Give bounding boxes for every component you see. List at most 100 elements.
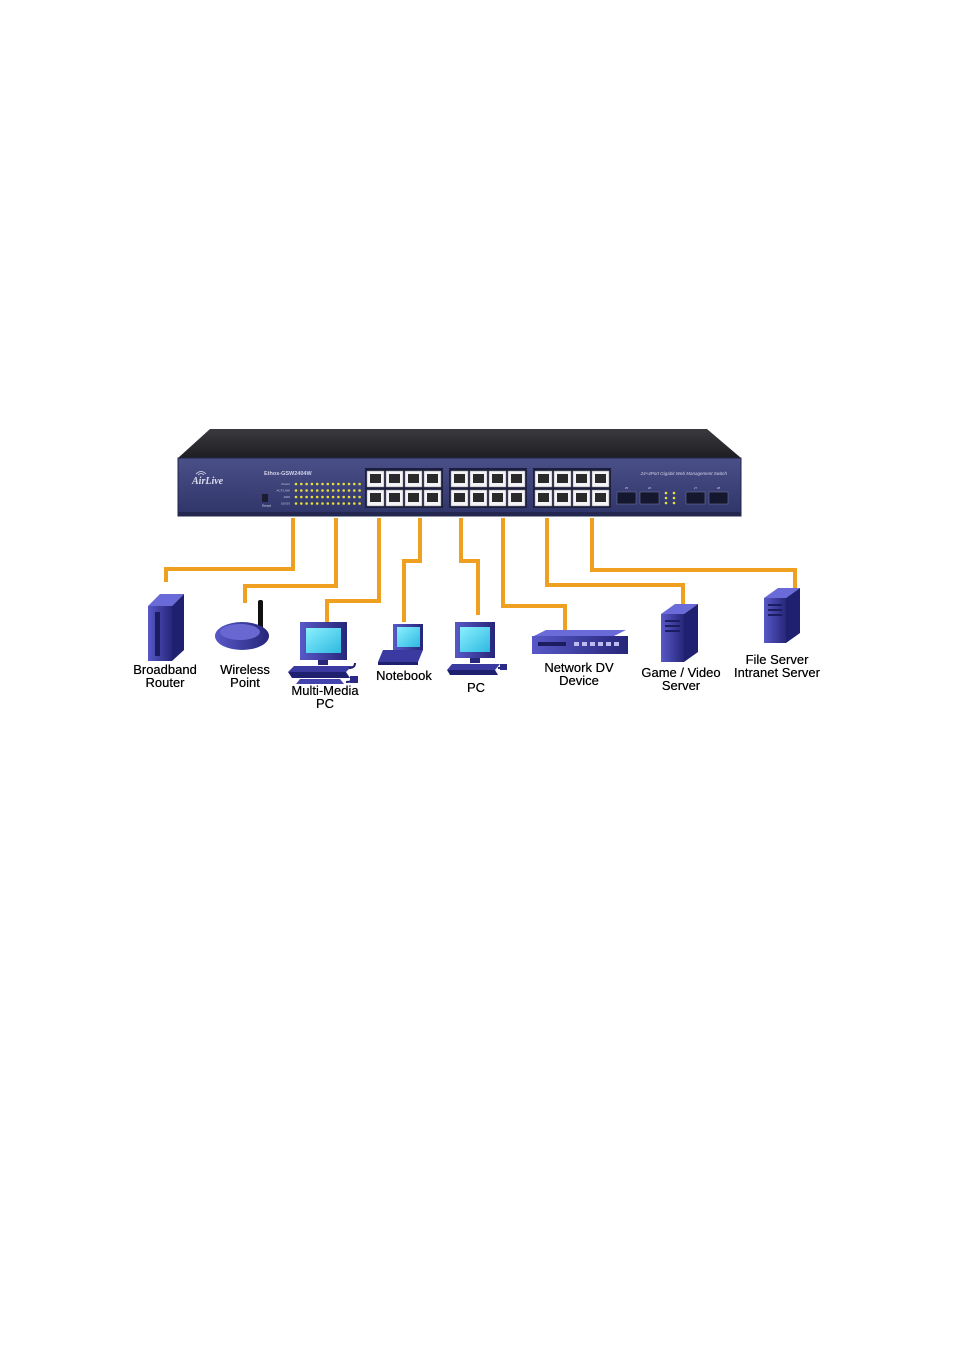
status-led (295, 496, 298, 499)
sfp-status-led (665, 492, 668, 495)
rj45-port-socket (595, 493, 606, 502)
rj45-port-socket (595, 474, 606, 483)
status-led (300, 483, 303, 486)
status-led (342, 483, 345, 486)
status-led (332, 502, 335, 505)
network-dvr-icon (532, 630, 628, 654)
rj45-port-socket (408, 474, 419, 483)
rj45-port-socket (389, 493, 400, 502)
status-led (358, 489, 361, 492)
sfp-port-label: 26 (648, 486, 652, 490)
rj45-port-socket (408, 493, 419, 502)
reset-label: Reset (262, 504, 271, 508)
status-led (316, 496, 319, 499)
status-led (337, 489, 340, 492)
reset-button[interactable] (262, 494, 268, 502)
status-led (337, 496, 340, 499)
status-led (305, 496, 308, 499)
sfp-slot[interactable] (709, 492, 728, 504)
broadband-router-icon (148, 594, 184, 661)
sfp-status-led (673, 497, 676, 500)
status-led (358, 496, 361, 499)
wireless-access-point-icon (215, 600, 269, 650)
label-notebook: Notebook (364, 669, 444, 682)
status-led (327, 489, 330, 492)
status-led (358, 502, 361, 505)
rj45-port-socket (370, 474, 381, 483)
status-led (353, 483, 356, 486)
status-led (305, 502, 308, 505)
status-led (316, 483, 319, 486)
rj45-port-socket (576, 474, 587, 483)
switch-top-surface (178, 429, 741, 458)
rj45-port-socket (538, 474, 549, 483)
rj45-port-socket (427, 493, 438, 502)
status-led (327, 496, 330, 499)
sfp-port-label: 27 (694, 486, 698, 490)
sfp-status-led (665, 497, 668, 500)
notebook-icon (378, 624, 423, 665)
sfp-slot[interactable] (686, 492, 705, 504)
status-led (353, 502, 356, 505)
cable-notebook (404, 518, 420, 622)
status-led (342, 489, 345, 492)
rj45-port-socket (427, 474, 438, 483)
led-label: Power (281, 482, 290, 486)
status-led (348, 502, 351, 505)
sfp-port-label: 28 (717, 486, 721, 490)
rj45-port-socket (389, 474, 400, 483)
rj45-port-socket (473, 493, 484, 502)
status-led (348, 483, 351, 486)
sfp-status-led (665, 502, 668, 505)
sfp-port-label: 25 (625, 486, 629, 490)
status-led (295, 483, 298, 486)
rj45-port-socket (538, 493, 549, 502)
rj45-port-socket (511, 474, 522, 483)
status-led (305, 483, 308, 486)
status-led (300, 496, 303, 499)
status-led (353, 489, 356, 492)
status-led (337, 502, 340, 505)
status-led (348, 489, 351, 492)
status-led (305, 489, 308, 492)
label-pc: PC (446, 681, 506, 694)
rj45-port-socket (492, 474, 503, 483)
status-led (316, 502, 319, 505)
cable-file-server (592, 518, 795, 588)
rj45-port-socket (557, 493, 568, 502)
status-led (300, 502, 303, 505)
sfp-status-led (673, 502, 676, 505)
cable-wireless-point (245, 518, 336, 603)
rj45-port-socket (473, 474, 484, 483)
led-label: ACT/LINK (276, 489, 290, 493)
status-led (342, 502, 345, 505)
sfp-slot[interactable] (640, 492, 659, 504)
status-led (327, 502, 330, 505)
rj45-port-socket (454, 493, 465, 502)
rj45-port-socket (492, 493, 503, 502)
status-led (321, 483, 324, 486)
status-led (311, 489, 314, 492)
status-led (316, 489, 319, 492)
cable-pc (461, 518, 478, 615)
status-led (332, 496, 335, 499)
rj45-port-socket (511, 493, 522, 502)
status-led (348, 496, 351, 499)
pc-icon (447, 622, 507, 675)
switch-brand-logo: AirLive (191, 476, 224, 487)
cable-game-server (547, 518, 683, 604)
switch-model-label: Ethos-GSW2404W (264, 471, 312, 477)
multimedia-pc-icon (288, 622, 358, 684)
led-label: 100/10 (281, 502, 291, 506)
rj45-port-socket (454, 474, 465, 483)
sfp-slot[interactable] (617, 492, 636, 504)
rj45-port-socket (576, 493, 587, 502)
game-video-server-icon (661, 604, 698, 662)
rj45-port-socket (557, 474, 568, 483)
switch-description: 24+4Port Gigabit Web Management Switch (640, 471, 728, 476)
rj45-port-socket (370, 493, 381, 502)
status-led (311, 496, 314, 499)
